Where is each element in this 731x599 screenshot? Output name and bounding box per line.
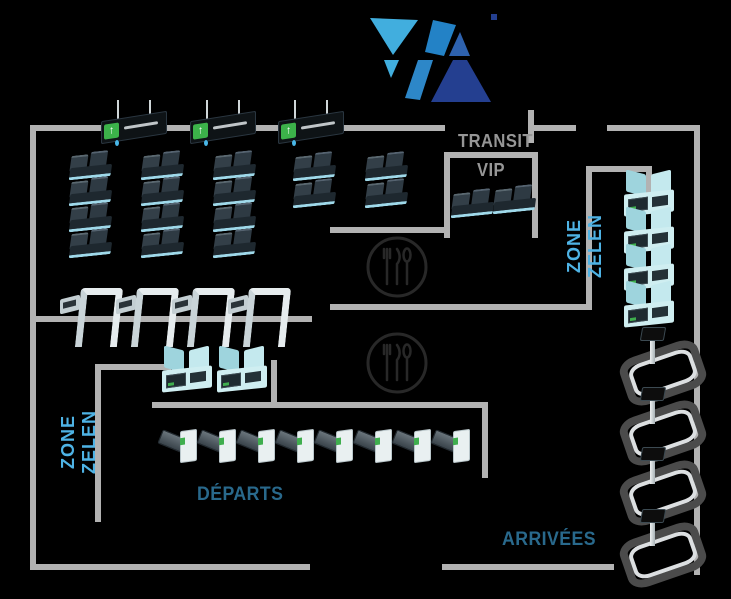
waiting-seats-icon [362, 178, 411, 215]
wall-segment [607, 125, 700, 131]
wall-segment [531, 125, 576, 131]
wall-segment [442, 564, 614, 570]
green-arrow-icon: ↑ [281, 122, 296, 140]
wall-segment [586, 166, 652, 172]
boarding-desk-icon [313, 424, 356, 470]
departures-label: DÉPARTS [197, 484, 284, 505]
wall-segment-departures [152, 402, 488, 408]
restaurant-icon [364, 234, 430, 300]
green-arrow-icon: ↑ [104, 122, 119, 140]
security-gate-icon [60, 284, 124, 347]
baggage-carousel-icon [616, 327, 710, 410]
via-logo [363, 8, 503, 108]
wall-segment-security [30, 316, 312, 322]
vip-label: VIP [476, 160, 506, 180]
wall-segment [646, 166, 652, 210]
baggage-carousel-icon [616, 509, 710, 592]
wall-segment-departures [482, 402, 488, 478]
wall-segment [30, 564, 310, 570]
xray-scanner-icon [624, 280, 676, 331]
wall-segment-vip [444, 152, 538, 158]
departures-sign-icon: ↑ [188, 100, 260, 158]
waiting-seats-icon [210, 228, 259, 265]
boarding-desk-icon [430, 424, 473, 470]
baggage-carousel-icon [616, 387, 710, 470]
departures-sign-icon: ↑ [276, 100, 348, 158]
waiting-seats-icon [290, 178, 339, 215]
green-arrow-icon: ↑ [193, 122, 208, 140]
transit-label: TRANSIT [458, 131, 533, 151]
xray-scanner-icon [217, 345, 269, 396]
wall-segment-vip [532, 152, 538, 238]
wall-segment [271, 360, 277, 408]
baggage-carousel-icon [616, 447, 710, 530]
zone-zelen-label-left: ZONE ZELEN [58, 410, 99, 475]
xray-scanner-icon [162, 345, 214, 396]
wall-segment-vip [444, 152, 450, 238]
departures-sign-icon: ↑ [99, 100, 171, 158]
waiting-seats-icon [66, 228, 115, 265]
security-gate-icon [172, 284, 236, 347]
wall-segment [330, 304, 592, 310]
boarding-desk-icon [352, 424, 395, 470]
wall-segment [330, 227, 448, 233]
wall-segment [30, 125, 36, 570]
security-gate-icon [228, 284, 292, 347]
waiting-seats-icon [138, 228, 187, 265]
wall-segment [586, 166, 592, 310]
vip-seats-icon [490, 184, 539, 221]
boarding-desk-icon [235, 424, 278, 470]
arrivals-label: ARRIVÉES [502, 529, 597, 550]
security-gate-icon [116, 284, 180, 347]
wall-segment [95, 364, 171, 370]
boarding-desk-icon [274, 424, 317, 470]
zone-zelen-label-right: ZONE ZELEN [564, 214, 605, 279]
boarding-desk-icon [196, 424, 239, 470]
boarding-desk-icon [391, 424, 434, 470]
boarding-desk-icon [157, 424, 200, 470]
restaurant-icon [364, 330, 430, 396]
wall-segment [95, 364, 101, 522]
